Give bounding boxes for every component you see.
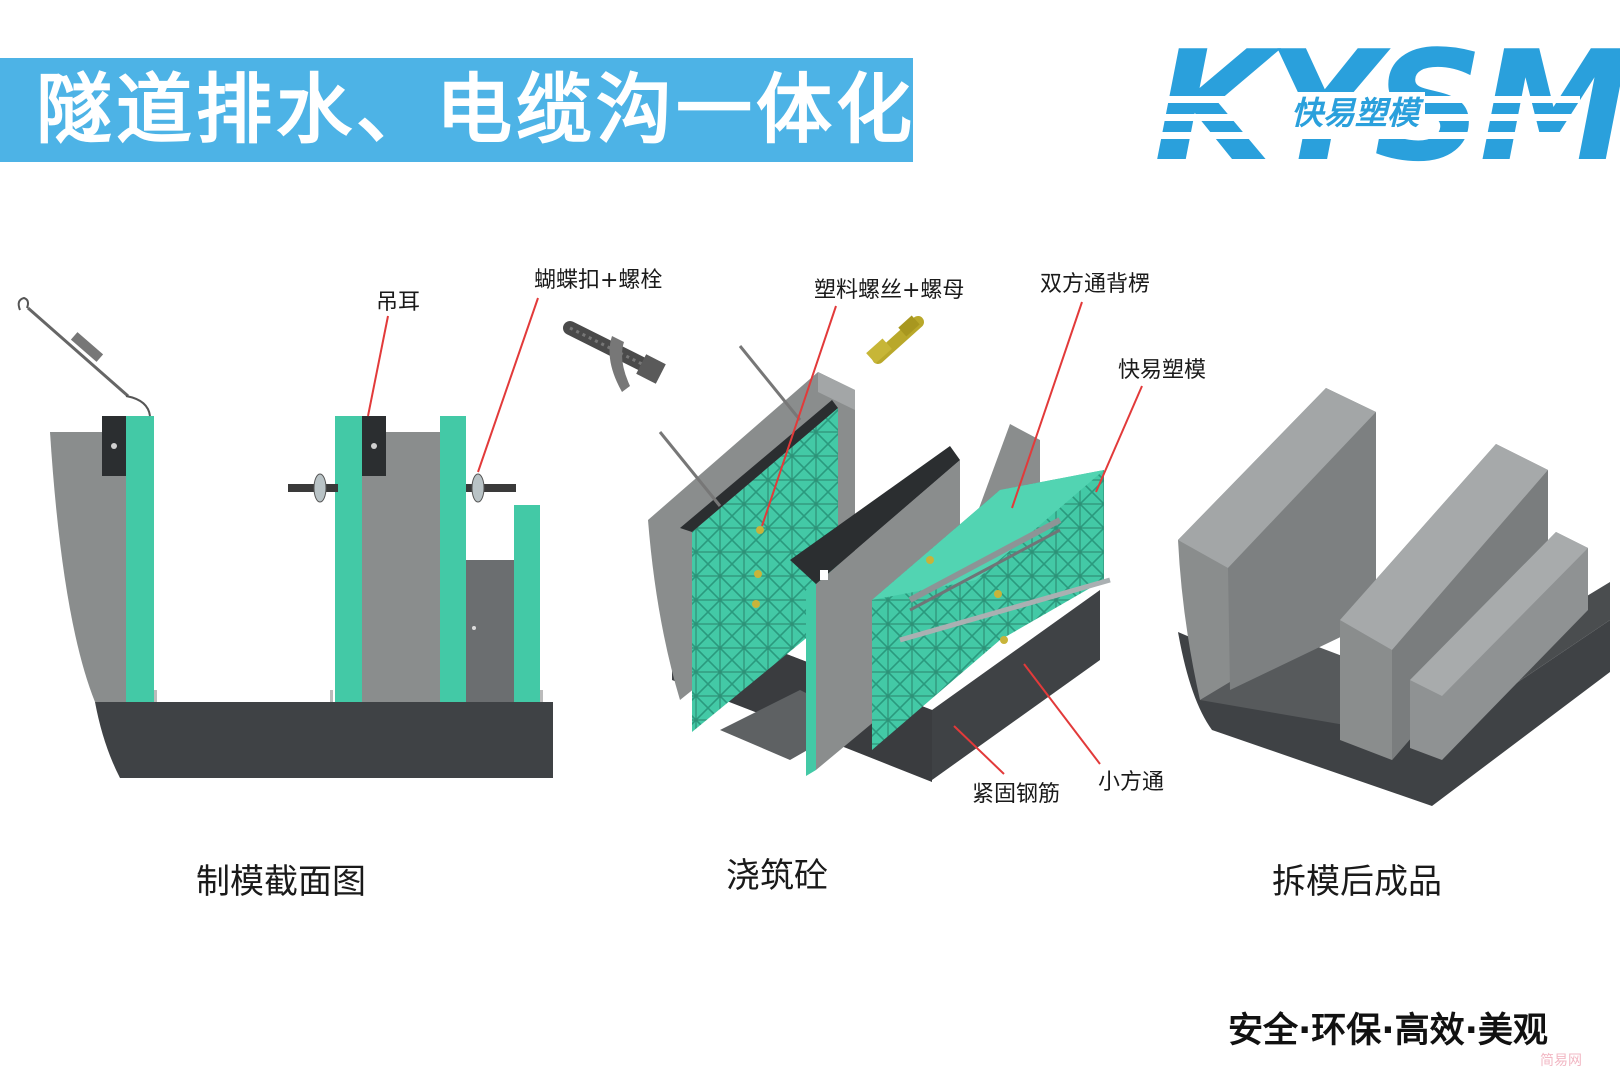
leader-line <box>953 725 1005 775</box>
pouring-illustration <box>648 345 1111 782</box>
label-fastening-rebar: 紧固钢筋 <box>972 782 1061 807</box>
label-lifting-lug: 吊耳 <box>376 290 421 315</box>
label-small-square-tube: 小方通 <box>1098 770 1165 795</box>
label-double-square-tube: 双方通背楞 <box>1040 272 1151 297</box>
leader-line <box>761 305 837 527</box>
leader-lines <box>367 297 1143 775</box>
slogan: 安全·环保·高效·美观 <box>1228 1011 1548 1051</box>
finished-product-illustration <box>1178 388 1610 806</box>
logo-chinese-name: 快易塑模 <box>1285 92 1426 134</box>
label-plastic-screw-nut: 塑料螺丝+螺母 <box>814 278 965 303</box>
plastic-screw-nut-image <box>866 315 924 364</box>
leader-line <box>477 297 539 473</box>
label-butterfly-bolt: 蝴蝶扣+螺栓 <box>534 268 663 293</box>
caption-pouring: 浇筑砼 <box>726 856 828 896</box>
kysm-logo: KYSM 快易塑模 <box>1140 31 1620 183</box>
butterfly-bolt-image <box>563 321 666 392</box>
title-banner: 隧道排水、电缆沟一体化 <box>0 58 913 162</box>
logo-stripe <box>1140 132 1580 139</box>
label-kysm-formwork: 快易塑模 <box>1118 358 1207 383</box>
section-view-illustration <box>17 296 553 778</box>
caption-section-view: 制模截面图 <box>196 862 366 902</box>
leader-line <box>1095 385 1143 493</box>
page-title: 隧道排水、电缆沟一体化 <box>36 65 916 154</box>
leader-line <box>1023 663 1101 765</box>
leader-line <box>1011 301 1083 509</box>
watermark: 简易网 <box>1540 1053 1582 1069</box>
caption-finished: 拆模后成品 <box>1272 862 1442 902</box>
leader-line <box>367 315 389 417</box>
